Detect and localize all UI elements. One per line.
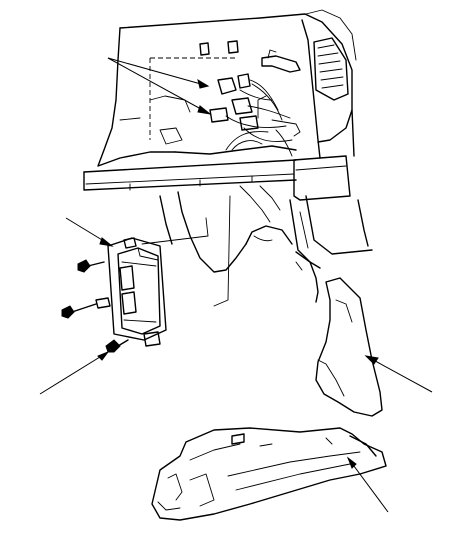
- dashboard-lower-panel: [97, 9, 357, 167]
- mounting-bolts: [61, 259, 129, 353]
- bolt-icon: [77, 259, 105, 273]
- side-trim-panel: [295, 251, 383, 417]
- wire-harness: [209, 73, 301, 157]
- upper-bracket: [261, 49, 301, 73]
- cross-beam: [83, 155, 351, 201]
- connector-leader-b: [107, 57, 212, 115]
- floor-tunnel: [159, 185, 293, 273]
- connector-leader-a: [107, 57, 210, 89]
- floor-cover: [151, 427, 387, 521]
- side-air-vent: [313, 37, 349, 101]
- bolt-icon: [105, 339, 129, 353]
- callout-leaders: [39, 57, 433, 513]
- floor-cover-leader: [346, 456, 389, 513]
- control-module-assembly: [95, 195, 231, 347]
- side-trim-leader: [364, 355, 433, 393]
- side-pillar: [289, 19, 373, 269]
- bolt-leader: [39, 350, 110, 395]
- module-leader: [65, 217, 114, 247]
- bolt-icon: [61, 303, 97, 319]
